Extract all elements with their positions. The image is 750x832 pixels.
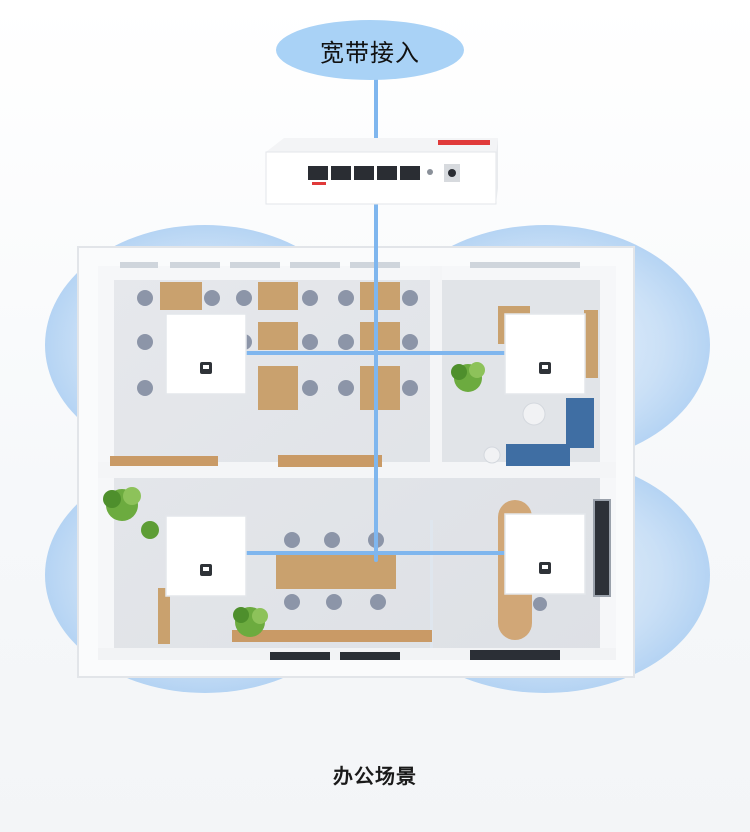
floor-vent [470,650,560,660]
floor-vent [340,652,400,660]
tv-icon [593,499,611,597]
glass-partition [430,520,433,650]
desk-icon [160,282,202,310]
window [470,262,580,268]
window [230,262,280,268]
sofa-icon [566,398,594,448]
desk-icon [258,366,298,410]
scene-caption: 办公场景 [333,764,417,788]
chair-icon [302,334,318,350]
window [170,262,220,268]
chair-icon [338,290,354,306]
chair-icon [302,290,318,306]
wireless-access-points [165,313,586,597]
desk-icon [360,322,400,350]
open-office-furniture [137,282,418,410]
chair-icon [137,334,153,350]
desk-icon [276,555,396,589]
desk-icon [360,366,400,410]
chair-icon [533,597,547,611]
chair-icon [326,594,342,610]
plant-icon [103,487,141,521]
broadband-access-label: 宽带接入 [320,38,420,67]
chair-icon [284,532,300,548]
side-table [483,446,501,464]
plant-icon [451,362,485,392]
chair-icon [370,594,386,610]
chair-icon [302,380,318,396]
chair-icon [402,380,418,396]
desk-icon [258,282,298,310]
ap-panel-icon [165,515,247,597]
interior-wall-horizontal [98,462,616,478]
interior-wall-vertical-top [430,266,442,462]
chair-icon [236,290,252,306]
reception-counter [110,456,218,466]
sofa-icon [506,444,570,466]
plants [103,362,485,637]
floor-vent [270,652,330,660]
window [290,262,340,268]
wall-top [98,266,616,280]
desk-icon [258,322,298,350]
broadband-access-bubble: 宽带接入 [276,20,464,80]
plant-icon [141,521,159,539]
shelf [158,588,170,644]
chair-icon [338,380,354,396]
desk-icon [360,282,400,310]
chair-icon [137,380,153,396]
chair-icon [137,290,153,306]
side-table [522,402,546,426]
router-icon [265,138,498,205]
chair-icon [324,532,340,548]
bench-counter [278,455,382,467]
chair-icon [284,594,300,610]
chair-icon [204,290,220,306]
cabinet [584,310,598,378]
plant-icon [233,607,268,637]
ap-panel-icon [504,313,586,395]
chair-icon [402,290,418,306]
chair-icon [338,334,354,350]
window [120,262,158,268]
wood-trim [232,630,432,642]
ap-panel-icon [504,513,586,595]
ap-panel-icon [165,313,247,395]
chair-icon [402,334,418,350]
